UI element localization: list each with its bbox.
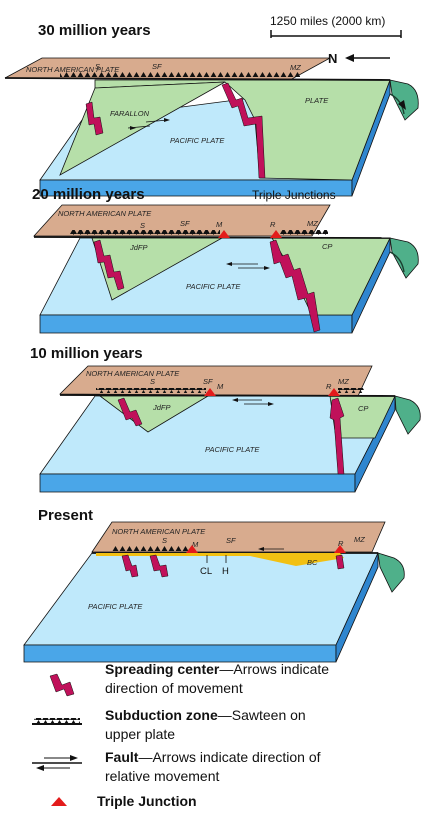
label-pacific: PACIFIC PLATE bbox=[186, 282, 241, 291]
legend-triple-junction: Triple Junction bbox=[51, 793, 197, 809]
triple-junction-marker bbox=[186, 545, 198, 553]
label-cp: CP bbox=[358, 404, 368, 413]
subduction-zone bbox=[60, 72, 300, 77]
panel-title: 10 million years bbox=[30, 345, 143, 362]
panel-30-million-years: 30 million years NORTH AMERICAN PLATE S … bbox=[4, 22, 419, 197]
scale-text: 1250 miles (2000 km) bbox=[270, 14, 385, 28]
triple-junction-marker bbox=[334, 545, 346, 553]
subduction-zone bbox=[112, 546, 192, 551]
subduction-zone bbox=[338, 388, 364, 393]
legend-fault-text: Fault—Arrows indicate direction of relat… bbox=[105, 749, 325, 784]
panel-title: Present bbox=[38, 507, 93, 524]
legend: Spreading center—Arrows indicate directi… bbox=[32, 661, 333, 809]
panel-title: 30 million years bbox=[38, 22, 151, 39]
subducting-slab bbox=[389, 79, 419, 121]
label-plate: NORTH AMERICAN PLATE bbox=[86, 369, 180, 378]
label-plate: NORTH AMERICAN PLATE bbox=[112, 527, 206, 536]
label-s: S bbox=[140, 221, 145, 230]
label-m: M bbox=[216, 220, 223, 229]
triple-junction-marker bbox=[270, 230, 282, 238]
pacific-plate-side bbox=[39, 314, 353, 334]
label-sf: SF bbox=[226, 536, 236, 545]
panel-present: Present NORTH AMERICAN PLATE S SF M R MZ… bbox=[23, 507, 405, 663]
label-jdfp: JdFP bbox=[152, 403, 171, 412]
label-s: S bbox=[150, 377, 155, 386]
spreading-center bbox=[121, 554, 139, 578]
triple-junction-icon bbox=[51, 797, 67, 806]
spreading-center bbox=[329, 397, 345, 475]
north-american-plate bbox=[33, 204, 331, 237]
label-s: S bbox=[162, 536, 167, 545]
legend-subduction-text: Subduction zone—Sawteen on upper plate bbox=[105, 707, 310, 742]
label-r: R bbox=[338, 539, 344, 548]
spreading-center bbox=[93, 239, 125, 291]
label-m: M bbox=[217, 382, 224, 391]
label-mz: MZ bbox=[290, 63, 301, 72]
scale-bar: 1250 miles (2000 km) bbox=[270, 14, 402, 38]
legend-subduction-zone: Subduction zone—Sawteen on upper plate bbox=[32, 707, 310, 742]
panel-20-million-years: 20 million years Triple Junctions NORTH … bbox=[32, 186, 419, 334]
spreading-center bbox=[269, 239, 321, 333]
label-plate: NORTH AMERICAN PLATE bbox=[58, 209, 152, 218]
subduction-zone bbox=[70, 230, 220, 235]
spreading-center bbox=[117, 397, 143, 427]
panel-title: 20 million years bbox=[32, 186, 145, 203]
arrow-left-icon bbox=[345, 54, 354, 62]
label-pacific: PACIFIC PLATE bbox=[170, 136, 225, 145]
label-mz: MZ bbox=[338, 377, 349, 386]
triple-junction-marker bbox=[218, 230, 230, 238]
legend-spreading-center: Spreading center—Arrows indicate directi… bbox=[49, 661, 333, 697]
north-arrow: N bbox=[328, 51, 390, 66]
label-cl: CL bbox=[200, 566, 212, 577]
label-pacific: PACIFIC PLATE bbox=[88, 602, 143, 611]
spreading-center bbox=[221, 82, 266, 179]
triple-junction-marker bbox=[204, 388, 216, 396]
label-cp: CP bbox=[322, 242, 332, 251]
label-bc: BC bbox=[307, 558, 318, 567]
label-sf: SF bbox=[203, 377, 213, 386]
spreading-center-icon bbox=[49, 673, 75, 697]
legend-triple-text: Triple Junction bbox=[97, 793, 197, 809]
label-s: S bbox=[95, 62, 100, 71]
triple-junction-marker bbox=[328, 388, 340, 396]
subduction-zone bbox=[280, 230, 328, 235]
label-mz: MZ bbox=[354, 535, 365, 544]
label-farallon: FARALLON bbox=[110, 109, 150, 118]
bc-zone bbox=[96, 553, 344, 566]
north-american-plate bbox=[91, 521, 386, 553]
label-h: H bbox=[222, 566, 229, 577]
label-sf: SF bbox=[180, 219, 190, 228]
subduction-zone bbox=[96, 388, 206, 393]
label-r: R bbox=[270, 220, 276, 229]
north-label: N bbox=[328, 51, 337, 66]
label-pacific: PACIFIC PLATE bbox=[205, 445, 260, 454]
pacific-plate-side bbox=[23, 644, 337, 663]
pacific-plate-side bbox=[39, 473, 356, 493]
label-plate: NORTH AMERICAN PLATE bbox=[26, 65, 120, 74]
legend-fault: Fault—Arrows indicate direction of relat… bbox=[32, 749, 325, 784]
label-mz: MZ bbox=[307, 219, 318, 228]
label-jdfp: JdFP bbox=[129, 243, 148, 252]
triple-junctions-label: Triple Junctions bbox=[252, 188, 336, 202]
label-r: R bbox=[326, 382, 332, 391]
label-m: M bbox=[192, 540, 199, 549]
spreading-center bbox=[85, 101, 104, 136]
label-sf: SF bbox=[152, 62, 162, 71]
legend-spreading-text: Spreading center—Arrows indicate directi… bbox=[105, 661, 333, 696]
spreading-center bbox=[149, 554, 169, 578]
label-plate-word: PLATE bbox=[305, 96, 329, 105]
panel-10-million-years: 10 million years NORTH AMERICAN PLATE S … bbox=[30, 345, 421, 493]
spreading-center bbox=[335, 554, 345, 570]
